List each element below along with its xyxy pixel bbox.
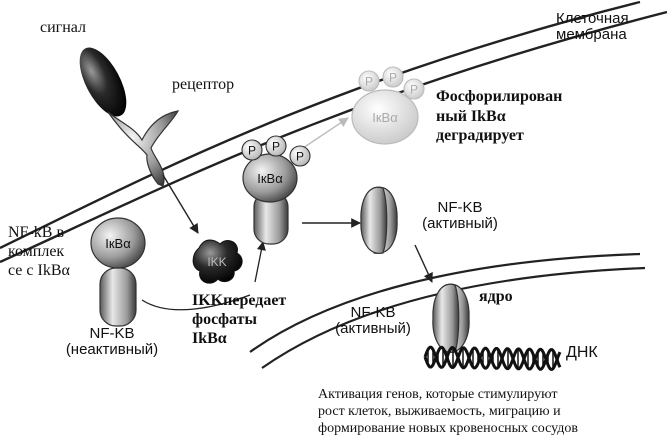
ikba-glyph-complex: IкBα <box>105 236 131 251</box>
phosphate-on-complex-2: P <box>266 136 286 156</box>
ikk-passes-label: IKKпередает фосфаты IkBα <box>192 292 286 349</box>
svg-text:P: P <box>365 75 373 89</box>
svg-text:P: P <box>248 144 256 158</box>
gene-activation-caption: Активация генов, которые стимулируют рос… <box>318 386 578 437</box>
svg-text:P: P <box>389 71 397 85</box>
svg-text:P: P <box>296 150 304 164</box>
nucleus-label: ядро <box>479 289 513 306</box>
svg-text:P: P <box>272 140 280 154</box>
ikba-glyph-degraded: IкBα <box>372 110 398 125</box>
signal-label: сигнал <box>40 20 86 37</box>
membrane-label: Клеточная мембрана <box>556 11 629 43</box>
active-nfkb-nucleus-label: NF-KB (активный) <box>318 305 428 337</box>
active-nfkb-cytoplasm-label: NF-KB (активный) <box>405 200 515 232</box>
phosphate-on-complex-1: P <box>242 140 262 160</box>
phosphate-faint-2: P <box>383 67 403 87</box>
phosphate-faint-3: P <box>404 79 424 99</box>
complex-label: NF-kB в комплек се с IkBα <box>8 224 70 281</box>
phosphorylated-ikba-label: Фосфорилирован ный IkBα деградирует <box>436 87 562 146</box>
inactive-nfkb-label: NF-KB (неактивный) <box>42 326 182 358</box>
phosphate-faint-1: P <box>359 71 379 91</box>
dna-label: ДНК <box>566 345 598 362</box>
ikba-glyph-phospho: IкBα <box>257 171 283 186</box>
svg-text:P: P <box>410 83 418 97</box>
receptor-label: рецептор <box>172 77 234 94</box>
ikk-glyph: IKK <box>207 255 226 269</box>
phosphate-on-complex-3: P <box>290 146 310 166</box>
